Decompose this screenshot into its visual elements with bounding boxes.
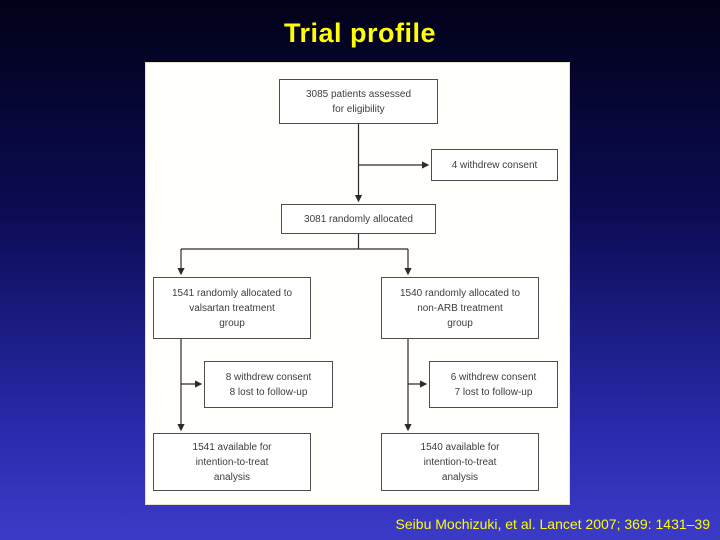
node-valsartan-withdrawals: 8 withdrew consent 8 lost to follow-up [204,361,333,408]
citation: Seibu Mochizuki, et al. Lancet 2007; 369… [395,516,710,532]
node-valsartan-group: 1541 randomly allocated to valsartan tre… [153,277,311,339]
flow-connectors [177,124,430,432]
node-assessed-eligibility: 3085 patients assessed for eligibility [279,79,438,124]
trial-profile-diagram-panel: 3085 patients assessed for eligibility 4… [145,62,570,505]
node-non-arb-itt: 1540 available for intention-to-treat an… [381,433,539,491]
node-randomly-allocated: 3081 randomly allocated [281,204,436,234]
node-non-arb-group: 1540 randomly allocated to non-ARB treat… [381,277,539,339]
node-non-arb-withdrawals: 6 withdrew consent 7 lost to follow-up [429,361,558,408]
node-valsartan-itt: 1541 available for intention-to-treat an… [153,433,311,491]
slide-title: Trial profile [283,18,437,48]
node-withdrew-consent: 4 withdrew consent [431,149,558,181]
